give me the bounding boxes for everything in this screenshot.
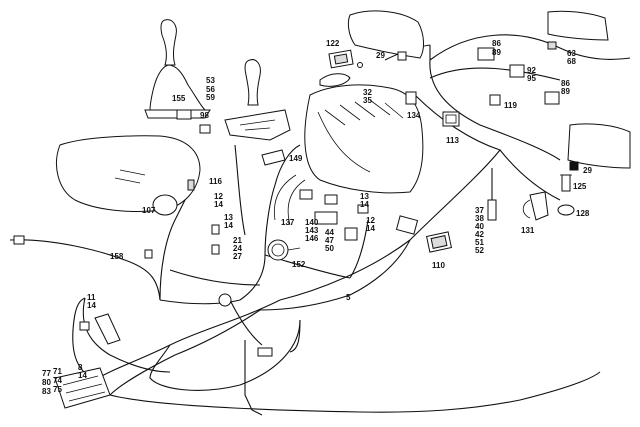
callout-44: 44 <box>325 228 334 237</box>
callout-labels: 122 29 86 89 63 68 92 95 86 89 53 56 59 … <box>42 39 592 396</box>
callout-137: 137 <box>281 218 295 227</box>
callout-13: 13 <box>224 213 233 222</box>
callout-14: 14 <box>224 221 233 230</box>
callout-116: 116 <box>209 177 222 186</box>
callout-110: 110 <box>432 261 445 270</box>
callout-59: 59 <box>206 93 215 102</box>
small-connectors <box>13 47 560 416</box>
callout-53: 53 <box>206 76 215 85</box>
callout-14: 14 <box>214 200 223 209</box>
callout-27: 27 <box>233 252 242 261</box>
callout-21: 21 <box>233 236 242 245</box>
intake-manifold <box>304 73 424 194</box>
callout-32: 32 <box>363 88 372 97</box>
connector-149 <box>261 149 286 166</box>
callout-128: 128 <box>576 209 590 218</box>
callout-146: 146 <box>305 234 319 243</box>
callout-80: 80 <box>42 378 51 387</box>
callout-75: 75 <box>53 385 62 394</box>
callout-52: 52 <box>475 246 484 255</box>
callout-56: 56 <box>206 85 215 94</box>
callout-155: 155 <box>172 94 186 103</box>
callout-63: 63 <box>567 49 576 58</box>
callout-68: 68 <box>567 57 576 66</box>
callout-134: 134 <box>407 111 421 120</box>
callout-122: 122 <box>326 39 340 48</box>
main-harness <box>9 34 631 413</box>
callout-12: 12 <box>214 192 223 201</box>
callout-47: 47 <box>325 236 334 245</box>
sensor-152 <box>267 239 301 261</box>
relay-110 <box>425 231 453 253</box>
callout-158: 158 <box>110 252 124 261</box>
callout-50: 50 <box>325 244 334 253</box>
callout-14: 14 <box>78 371 87 380</box>
callout-13: 13 <box>360 192 369 201</box>
bolt-125 <box>560 174 572 192</box>
relay-122 <box>328 49 363 69</box>
callout-38: 38 <box>475 214 484 223</box>
callout-74: 74 <box>53 376 62 385</box>
callout-89: 89 <box>492 48 501 57</box>
callout-131: 131 <box>521 226 535 235</box>
callout-149: 149 <box>289 154 303 163</box>
callout-77: 77 <box>42 369 51 378</box>
sensor-131 <box>522 191 549 221</box>
callout-125: 125 <box>573 182 587 191</box>
callout-37: 37 <box>475 206 484 215</box>
callout-29: 29 <box>583 166 592 175</box>
callout-143: 143 <box>305 226 319 235</box>
callout-35: 35 <box>363 96 372 105</box>
gear-shift-lever-left <box>144 19 211 119</box>
washer-128 <box>557 204 575 216</box>
callout-92: 92 <box>527 66 536 75</box>
callout-51: 51 <box>475 238 484 247</box>
callout-14: 14 <box>87 301 96 310</box>
callout-5: 5 <box>346 293 351 302</box>
callout-86: 86 <box>492 39 501 48</box>
callout-86: 86 <box>561 79 570 88</box>
callout-11: 11 <box>87 293 96 302</box>
callout-8: 8 <box>78 363 83 372</box>
callout-113: 113 <box>446 136 459 145</box>
callout-119: 119 <box>504 101 517 110</box>
gear-shift-lever-center <box>224 59 291 141</box>
callout-107: 107 <box>142 206 156 215</box>
callout-24: 24 <box>233 244 242 253</box>
fuse-box <box>54 367 111 409</box>
callout-29: 29 <box>376 51 385 60</box>
callout-14: 14 <box>366 224 375 233</box>
sensor-rod <box>487 168 497 221</box>
callout-152: 152 <box>292 260 306 269</box>
callout-12: 12 <box>366 216 375 225</box>
sensor-housing-top <box>347 10 424 61</box>
relay-113 <box>442 111 460 127</box>
callout-71: 71 <box>53 367 62 376</box>
callout-89: 89 <box>561 87 570 96</box>
transmission-housing <box>56 135 201 216</box>
callout-40: 40 <box>475 222 484 231</box>
callout-83: 83 <box>42 387 51 396</box>
callout-42: 42 <box>475 230 484 239</box>
callout-95: 95 <box>527 74 536 83</box>
housing-right-29 <box>567 123 631 171</box>
callout-14: 14 <box>360 200 369 209</box>
callout-140: 140 <box>305 218 319 227</box>
callout-98: 98 <box>200 111 209 120</box>
housing-63-68 <box>547 10 609 50</box>
